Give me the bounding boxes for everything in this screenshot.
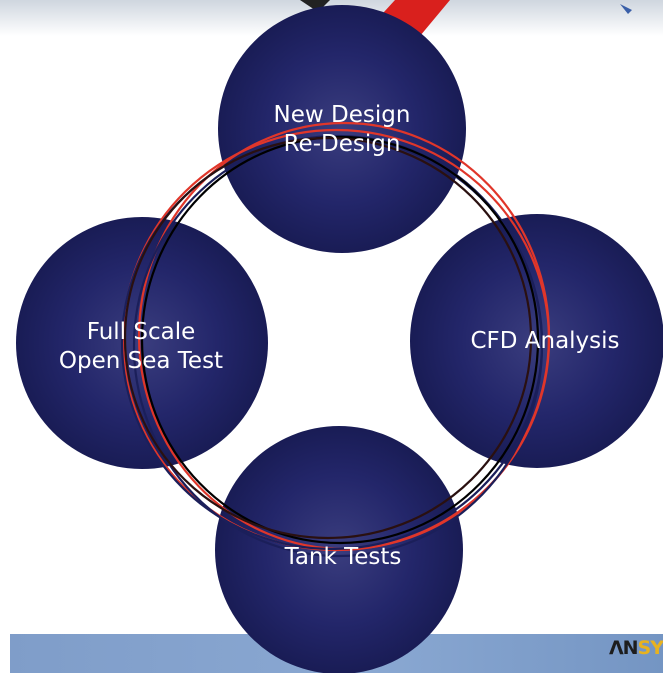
logo-part-2: SY	[637, 637, 663, 659]
node-cfd-analysis	[410, 214, 663, 468]
label-full-scale-line1: Full Scale	[86, 319, 196, 345]
header-arrow-shape	[300, 0, 330, 12]
label-tank-tests-line1: Tank Tests	[284, 544, 402, 570]
label-cfd-analysis-line1: CFD Analysis	[470, 328, 620, 354]
label-cfd-analysis: CFD Analysis	[445, 327, 645, 356]
label-new-design-line2: Re-Design	[283, 131, 401, 157]
ring-black-2	[123, 136, 533, 540]
label-new-design: New Design Re-Design	[242, 101, 442, 159]
label-full-scale: Full Scale Open Sea Test	[41, 318, 241, 376]
label-full-scale-line2: Open Sea Test	[58, 348, 224, 374]
label-new-design-line1: New Design	[273, 102, 411, 128]
node-tank-tests-lower	[247, 634, 431, 673]
ring-black-1	[140, 135, 540, 545]
cycle-rings	[120, 121, 551, 558]
label-tank-tests: Tank Tests	[243, 543, 443, 572]
header-small-mark	[620, 4, 632, 14]
ansys-logo: ΛNSY	[609, 637, 663, 659]
logo-part-1: ΛN	[608, 637, 639, 659]
